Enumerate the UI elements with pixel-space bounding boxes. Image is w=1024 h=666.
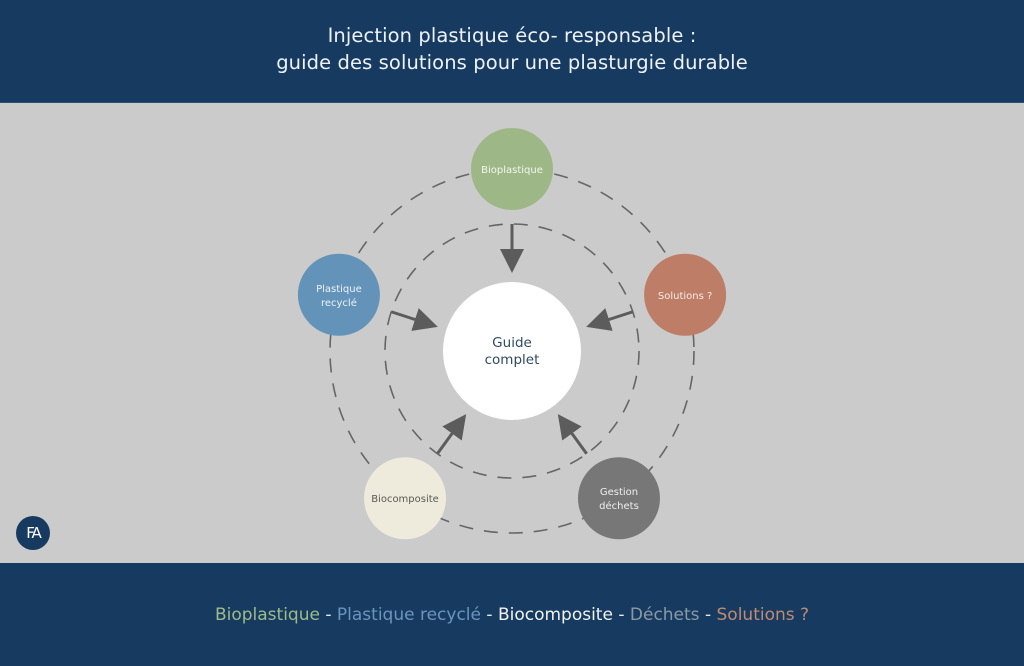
footer-legend: Bioplastique - Plastique recyclé - Bioco…	[0, 563, 1024, 666]
arrow-biocomposite-to-center	[436, 414, 467, 455]
node-bioplastique[interactable]: Bioplastique	[471, 128, 553, 210]
legend-item: Bioplastique	[214, 604, 320, 625]
node-label: Biocomposite	[371, 494, 439, 505]
page-title-line2: guide des solutions pour une plasturgie …	[276, 51, 748, 74]
legend-item: Solutions ?	[716, 604, 810, 625]
node-label: Gestion	[600, 487, 638, 498]
arrow-gestion-dechets-to-center	[557, 414, 588, 455]
node-label: recyclé	[321, 297, 357, 309]
legend-separator: -	[612, 604, 630, 625]
node-circle	[644, 253, 727, 336]
legend-item: Biocomposite	[497, 604, 613, 625]
inner-dashed-ring	[384, 223, 640, 479]
node-label: Solutions ?	[658, 291, 712, 302]
arrows-group	[390, 224, 634, 455]
legend-item: Déchets	[629, 604, 700, 625]
center-circle	[443, 282, 581, 420]
fa-logo-icon: FA	[16, 516, 50, 550]
node-circle	[364, 457, 447, 540]
center-label-line1: Guide	[492, 335, 532, 351]
node-label: Plastique	[316, 284, 362, 295]
legend-separator: -	[699, 604, 717, 625]
node-circle	[577, 457, 660, 540]
node-solutions[interactable]: Solutions ?	[644, 253, 727, 336]
legend-separator: -	[480, 604, 498, 625]
center-label-line2: complet	[485, 352, 540, 368]
logo-text: FA	[26, 524, 41, 542]
legend-item: Plastique recyclé	[336, 604, 481, 625]
node-label: déchets	[599, 500, 639, 512]
legend-separator: -	[319, 604, 337, 625]
arrow-solutions-to-center	[586, 308, 634, 331]
header-banner: Injection plastique éco- responsable : g…	[0, 0, 1024, 103]
node-biocomposite[interactable]: Biocomposite	[364, 457, 447, 540]
node-gestion-dechets[interactable]: Gestion déchets	[577, 457, 660, 540]
center-node-guide-complet[interactable]: Guide complet	[443, 282, 581, 420]
node-plastique-recycle[interactable]: Plastique recyclé	[297, 253, 380, 336]
node-circle	[471, 128, 553, 210]
page-title-line1: Injection plastique éco- responsable :	[327, 24, 697, 47]
node-circle	[297, 253, 380, 336]
arrow-plastique-recycle-to-center	[390, 308, 438, 331]
node-label: Bioplastique	[481, 165, 543, 176]
